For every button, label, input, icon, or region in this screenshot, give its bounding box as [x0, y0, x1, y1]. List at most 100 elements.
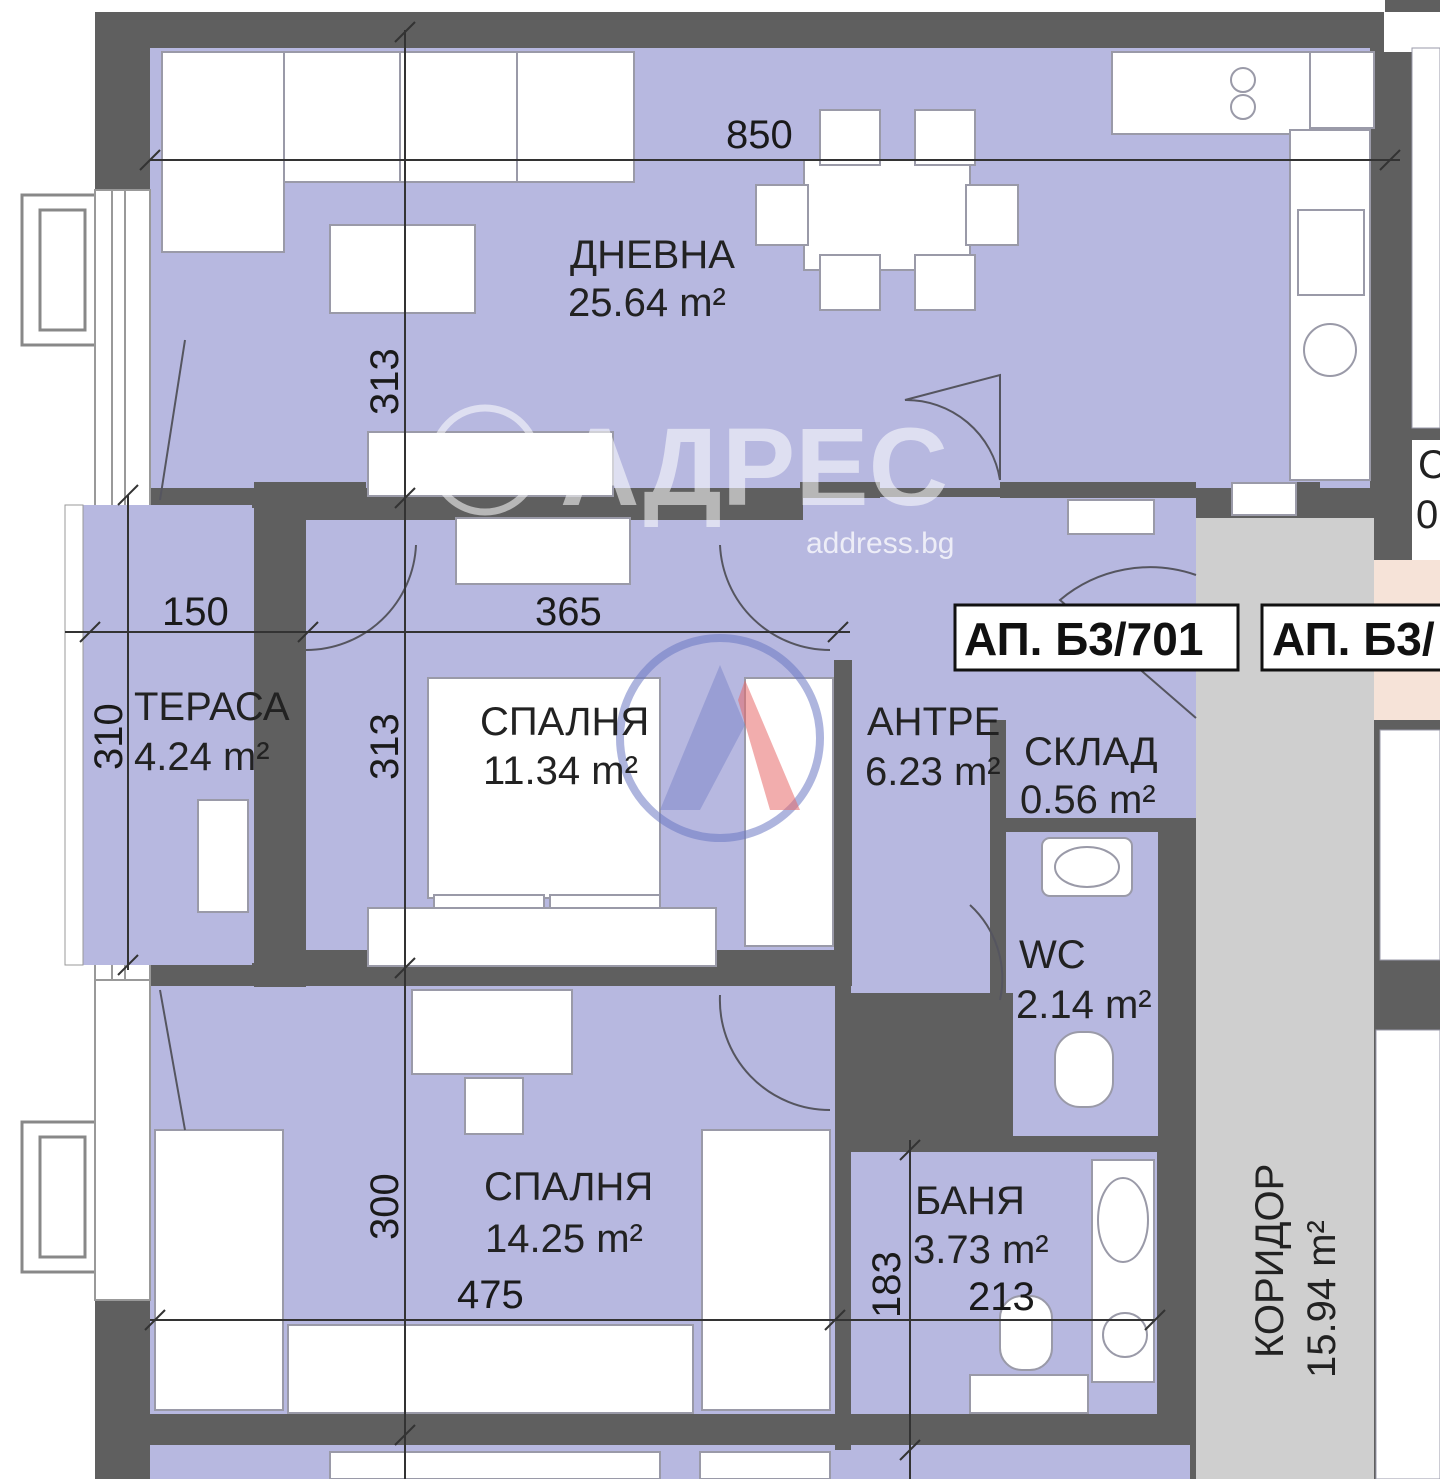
wc-toilet — [1054, 1031, 1114, 1108]
dim-bath-depth: 183 — [865, 1251, 909, 1318]
dining-table — [803, 159, 971, 271]
tv-unit — [367, 431, 614, 497]
door-living — [904, 373, 1001, 481]
room-label-wc: WC — [1019, 933, 1086, 977]
terrace-rail — [64, 504, 84, 966]
wall-seg — [1006, 818, 1164, 832]
dim-bedroom2-depth: 300 — [363, 1173, 407, 1240]
wall-seg — [835, 1110, 851, 1450]
room-area-hall: 6.23 m² — [865, 750, 1001, 794]
desk-bedroom1 — [455, 517, 631, 585]
room-label-storage: СКЛАД — [1024, 730, 1158, 774]
neighbor-top — [1384, 12, 1440, 52]
balcony-1-inner — [38, 208, 87, 332]
neighbor-bath — [1379, 729, 1440, 961]
room-area-storage: 0.56 m² — [1020, 778, 1156, 822]
watermark-brand: АДРЕС — [560, 406, 948, 529]
chair — [819, 109, 881, 166]
sink — [1297, 209, 1365, 296]
logo-circle — [616, 634, 824, 842]
dim-living-width: 850 — [726, 113, 793, 157]
room-storage — [1006, 728, 1164, 818]
chair — [819, 254, 881, 311]
watermark-circle-small — [429, 404, 541, 516]
dim-terrace-depth: 310 — [87, 703, 131, 770]
logo-red-stroke — [738, 680, 800, 810]
chair — [755, 184, 809, 246]
room-label-living: ДНЕВНА — [570, 233, 735, 277]
balcony-1 — [20, 193, 109, 347]
door-wc — [969, 904, 1004, 1001]
door-bedroom2 — [718, 994, 831, 1112]
desk-bedroom2 — [411, 989, 573, 1075]
wall-seg — [1000, 482, 1196, 498]
wall-seg — [990, 720, 1006, 1140]
room-label-bedroom2: СПАЛНЯ — [484, 1165, 653, 1209]
wardrobe-2 — [287, 1324, 694, 1414]
room-label-corridor: КОРИДОР — [1248, 1164, 1292, 1358]
room-area-wc: 2.14 m² — [1016, 983, 1152, 1027]
room-area-bath: 3.73 m² — [913, 1228, 1049, 1272]
kitchen-counter — [1111, 51, 1311, 135]
bed-foot — [367, 907, 717, 967]
door-balcony — [159, 339, 186, 1131]
room-area-bedroom1: 11.34 m² — [483, 749, 638, 793]
wall-seg — [254, 482, 366, 518]
coffee-table — [329, 224, 476, 314]
chair — [914, 109, 976, 166]
terrace-bench — [197, 799, 249, 913]
bed-single-2 — [701, 1129, 831, 1411]
wall-seg — [1000, 1138, 1196, 1152]
kitchen-column — [1289, 129, 1371, 481]
wall-seg — [1158, 818, 1196, 1158]
lower-furniture — [329, 1451, 661, 1479]
sofa-corner — [161, 51, 285, 253]
bed-single-1 — [154, 1129, 284, 1411]
meter-box — [1231, 482, 1297, 516]
room-label-hall: АНТРЕ — [867, 700, 1000, 744]
desk-chair — [464, 1077, 524, 1135]
bath-toilet — [999, 1295, 1053, 1371]
cabinet — [1309, 51, 1375, 129]
room-area-corridor: 15.94 m² — [1300, 1220, 1344, 1378]
room-label-bath: БАНЯ — [915, 1179, 1025, 1223]
apt-tag-neighbor: АП. Б3/ — [1272, 613, 1435, 665]
dim-bedroom1-depth: 313 — [363, 713, 407, 780]
apt-tag-current: АП. Б3/701 — [964, 613, 1203, 665]
lower-furniture — [699, 1451, 831, 1479]
balcony-2 — [20, 1120, 109, 1274]
dim-bedroom1-width: 365 — [535, 590, 602, 634]
room-label-bedroom1: СПАЛНЯ — [480, 700, 649, 744]
apt-tag-neighbor-box — [1260, 603, 1440, 672]
partial-label-1: С — [1418, 443, 1440, 487]
room-hall-top — [803, 497, 863, 657]
wall-seg — [95, 1414, 1196, 1444]
door-bedroom1 — [719, 544, 831, 652]
watermark-site: address.bg — [806, 527, 954, 560]
dim-terrace-width: 150 — [162, 590, 229, 634]
room-label-terrace: ТЕРАСА — [134, 685, 290, 729]
neighbor-kitchen — [1411, 47, 1440, 429]
neighbor-room — [1412, 440, 1440, 560]
shoe-rack — [1067, 499, 1155, 535]
chair — [914, 254, 976, 311]
door-terrace — [305, 544, 417, 652]
dim-bath-width: 213 — [968, 1275, 1035, 1319]
partial-label-2: 0 — [1416, 493, 1438, 537]
logo-blue-a — [660, 665, 745, 810]
wall-seg — [834, 660, 852, 986]
outside-top — [95, 0, 1385, 12]
neighbor-room2 — [1375, 1029, 1440, 1479]
door-entrance — [1058, 566, 1197, 719]
balcony-2-inner — [38, 1135, 87, 1259]
bathtub — [1091, 1159, 1155, 1383]
apt-tag-current-box — [953, 603, 1240, 672]
chair — [965, 184, 1019, 246]
bath-cabinet — [969, 1374, 1089, 1414]
room-below — [150, 1445, 1190, 1479]
window-frame-left-2 — [94, 979, 151, 1301]
room-area-terrace: 4.24 m² — [134, 735, 270, 779]
corridor — [1196, 518, 1374, 1479]
room-area-bedroom2: 14.25 m² — [485, 1217, 643, 1261]
